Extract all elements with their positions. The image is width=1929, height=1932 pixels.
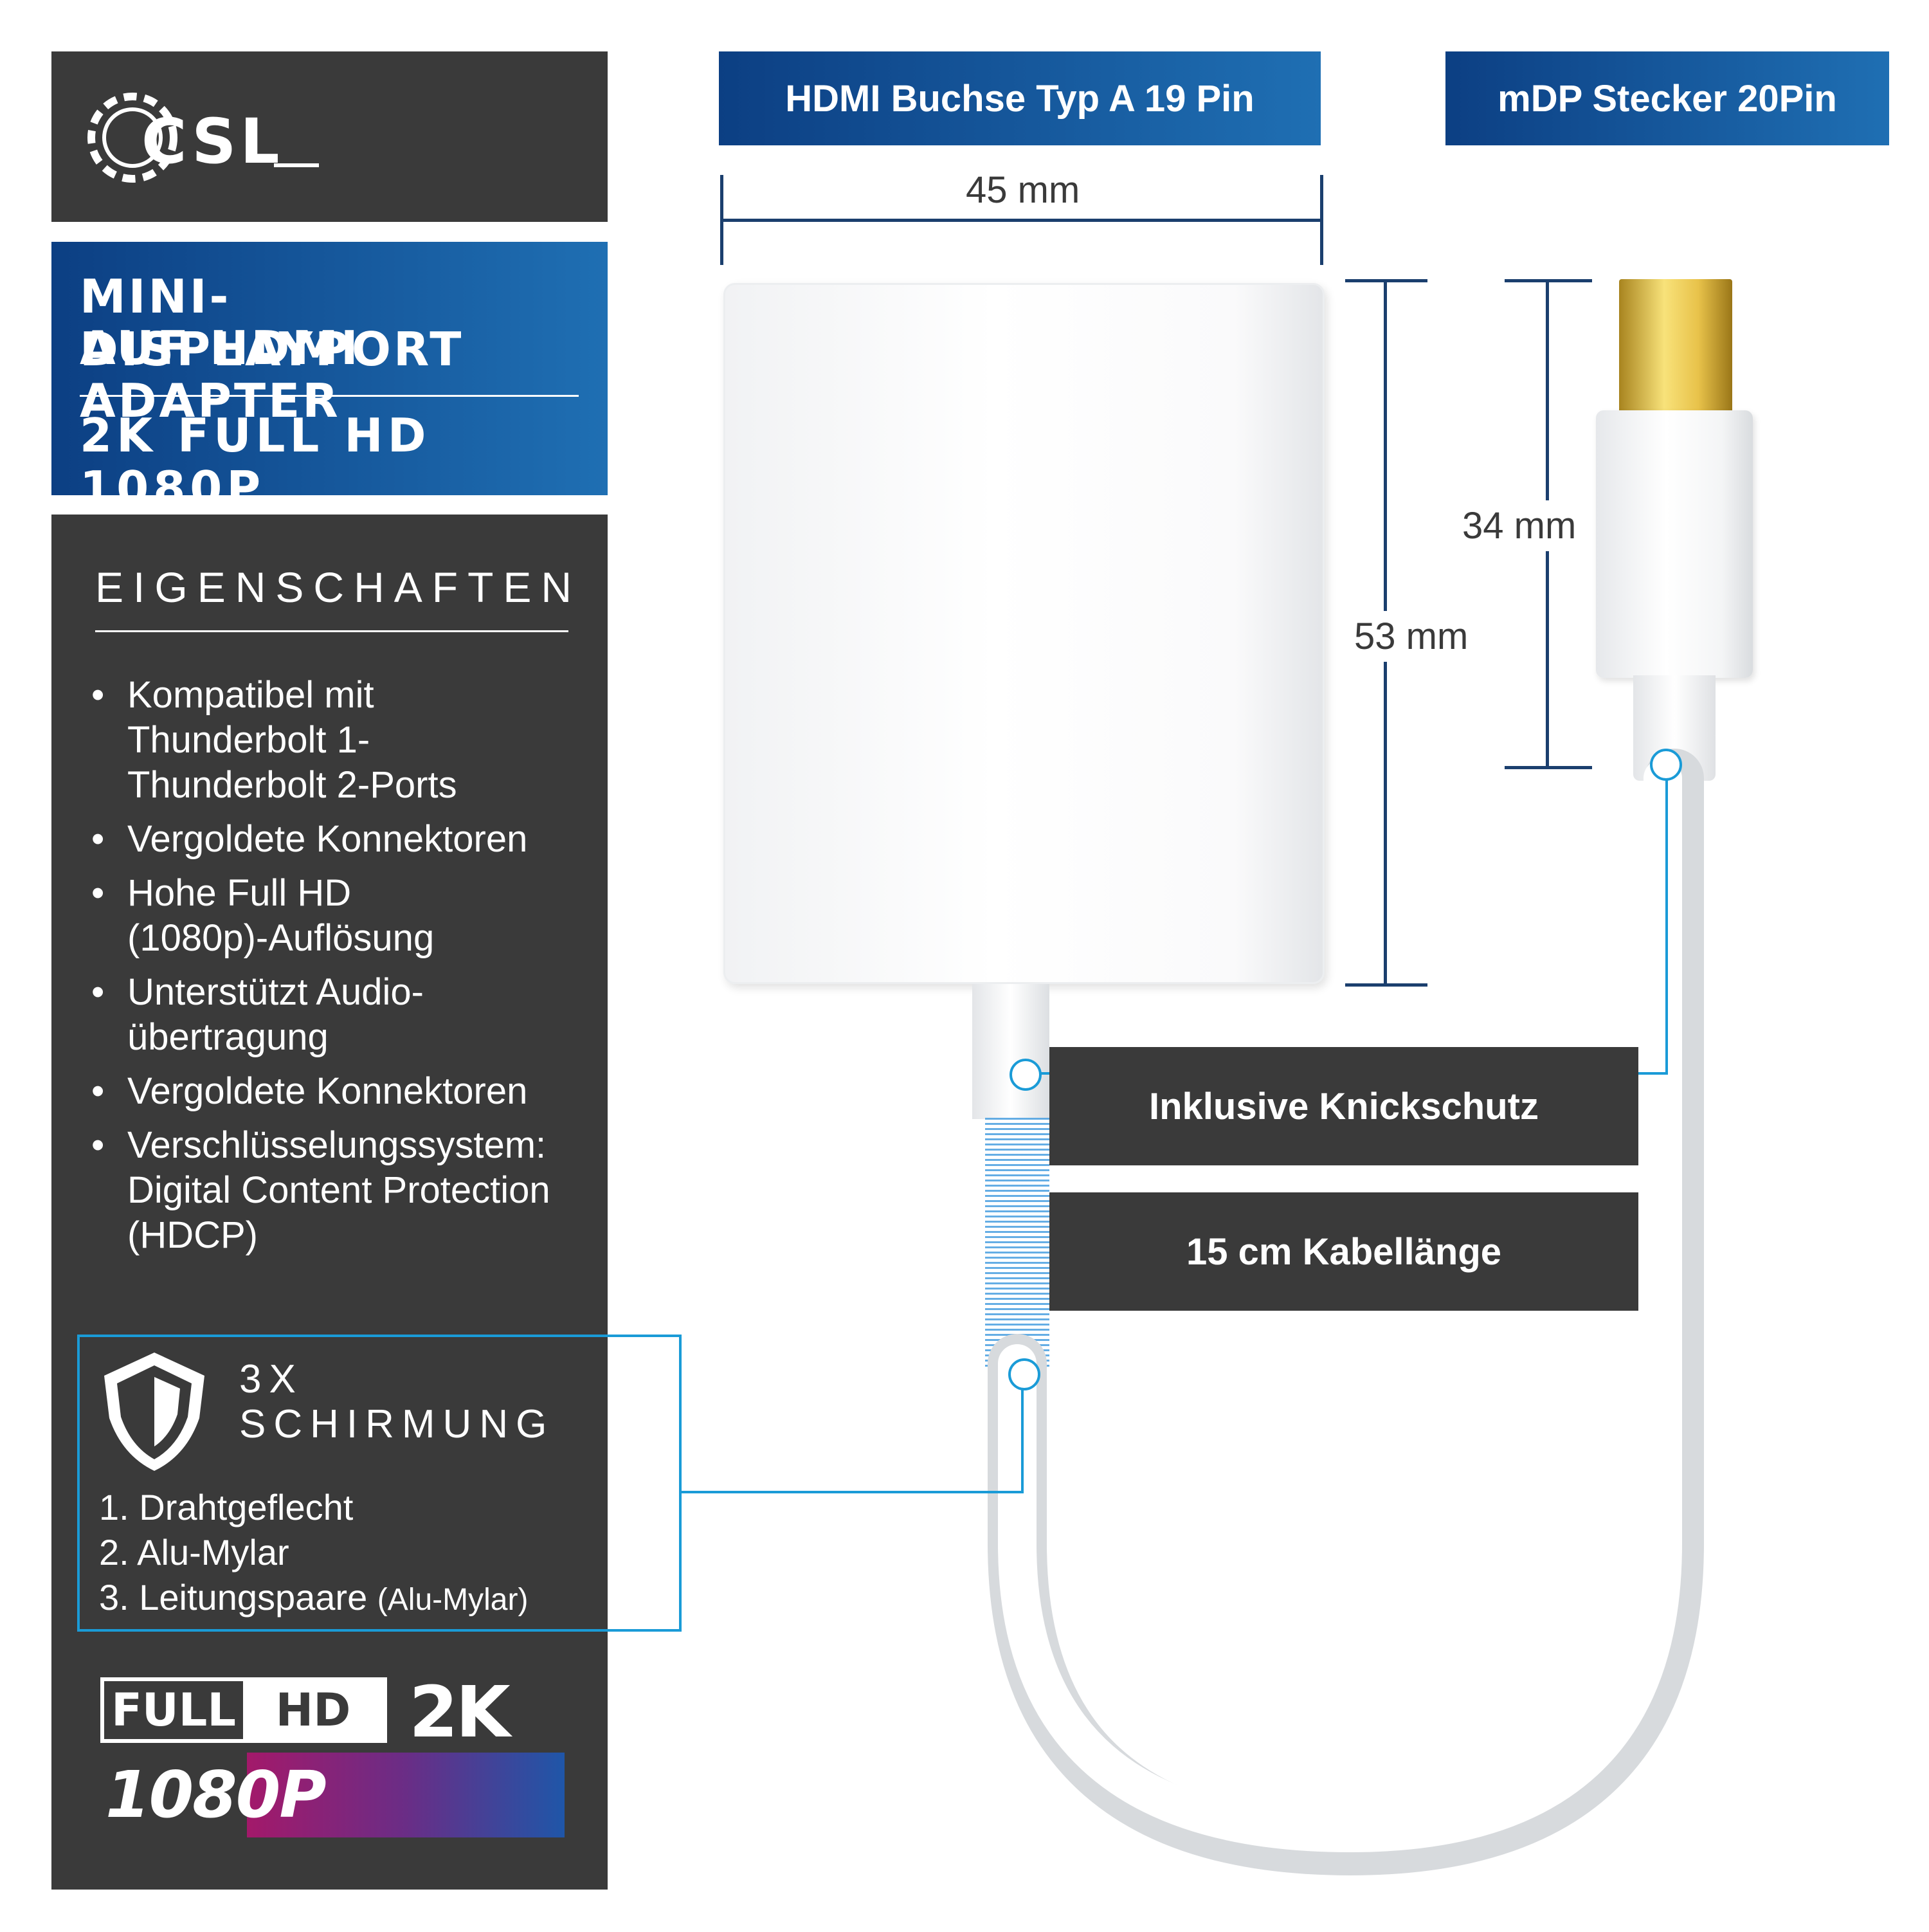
list-item: • Kompatibel mit Thunderbolt 1- Thunderb…	[91, 674, 457, 806]
shielding-item-2: 2. Alu-Mylar	[99, 1532, 289, 1572]
shielding-item-1: 1. Drahtgeflecht	[99, 1487, 354, 1527]
features-divider	[95, 630, 568, 632]
product-subtitle: 2K FULL HD 1080P	[80, 408, 431, 516]
hdmi-strain-relief	[972, 984, 1049, 1119]
plug-dimension: 34 mm	[1457, 500, 1582, 551]
shielding-item-3: 3. Leitungspaare (Alu-Mylar)	[99, 1577, 529, 1618]
features-list: • Kompatibel mit Thunderbolt 1- Thunderb…	[51, 673, 608, 1267]
logo-text: CSL	[141, 105, 284, 178]
list-item: • Unterstützt Audio- übertragung	[91, 971, 424, 1058]
width-dimension-line	[720, 175, 1323, 265]
title-panel: MINI-DISPLAYPORT AUF HDMI ADAPTER 2K FUL…	[51, 242, 608, 515]
hdmi-label: HDMI Buchse Typ A 19 Pin	[719, 51, 1321, 145]
list-item: • Vergoldete Konnektoren	[91, 1070, 528, 1112]
csl-logo-icon	[81, 80, 325, 196]
product-title-line1: MINI-DISPLAYPORT	[80, 269, 464, 377]
badge-2k: 2K	[409, 1671, 511, 1753]
features-heading: EIGENSCHAFTEN	[95, 563, 582, 611]
callout-dot-spring	[1008, 1358, 1040, 1390]
list-item: • Hohe Full HD (1080p)-Auflösung	[91, 872, 435, 959]
shielding-title-line1: 3X	[239, 1357, 303, 1401]
callout-line-shield-v	[1021, 1383, 1024, 1493]
full-hd-badge: FULL HD	[100, 1677, 387, 1743]
callout-line-shield-h	[682, 1491, 1024, 1493]
logo-panel: CSL	[51, 51, 608, 222]
mdp-label: mDP Stecker 20Pin	[1445, 51, 1889, 145]
badge-1080p-gradient	[247, 1753, 565, 1837]
badge-full: FULL	[111, 1684, 236, 1736]
shield-icon	[96, 1347, 212, 1476]
width-dimension: 45 mm	[958, 169, 1088, 212]
hdmi-adapter-body	[723, 283, 1325, 984]
callout-line-knick-v	[1665, 767, 1668, 1075]
knickschutz-label: Inklusive Knickschutz	[1049, 1047, 1638, 1165]
knickschutz-spring	[985, 1118, 1049, 1369]
height-dimension: 53 mm	[1349, 611, 1474, 662]
callout-dot-mdp	[1650, 749, 1682, 781]
product-title-line2: AUF HDMI ADAPTER	[80, 321, 361, 428]
title-divider	[80, 395, 579, 397]
kabel-length-label: 15 cm Kabellänge	[1049, 1192, 1638, 1311]
features-panel: EIGENSCHAFTEN • Kompatibel mit Thunderbo…	[51, 515, 682, 1890]
list-item: • Vergoldete Konnektoren	[91, 818, 528, 860]
badge-1080p: 1080P	[105, 1757, 327, 1832]
shielding-box: 3X SCHIRMUNG 1. Drahtgeflecht 2. Alu-Myl…	[77, 1335, 682, 1632]
badge-hd: HD	[243, 1681, 383, 1739]
mdp-gold-connector	[1619, 279, 1732, 413]
list-item: • Verschlüsselungssystem: Digital Conten…	[91, 1124, 550, 1256]
shielding-title-line2: SCHIRMUNG	[239, 1402, 555, 1446]
mdp-plug-housing	[1596, 410, 1753, 678]
callout-dot-hdmi	[1010, 1059, 1042, 1091]
